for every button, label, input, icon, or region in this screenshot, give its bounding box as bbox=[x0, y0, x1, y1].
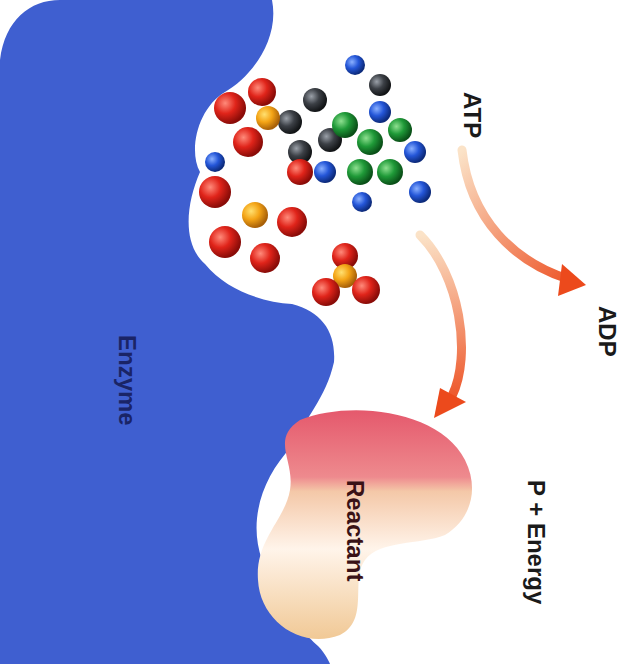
atp-molecule bbox=[199, 55, 431, 273]
reaction-arrow bbox=[462, 150, 586, 296]
phosphate-group bbox=[312, 243, 380, 306]
enzyme-shape: Enzyme bbox=[0, 0, 440, 664]
blob-outline bbox=[0, 0, 440, 664]
energy-arrow bbox=[420, 235, 466, 418]
reactant-shape: Reactant bbox=[250, 405, 475, 645]
blob-outline bbox=[250, 405, 475, 645]
